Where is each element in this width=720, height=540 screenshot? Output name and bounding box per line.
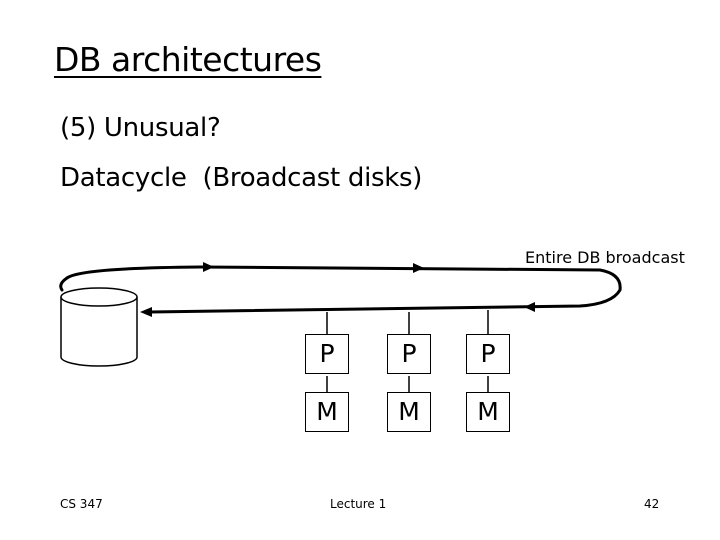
slide-title: DB architectures <box>54 40 322 79</box>
flow-arrow-4 <box>140 307 152 317</box>
broadcast-loop <box>65 265 622 314</box>
bullet-line-1: (5) Unusual? <box>60 113 221 143</box>
bullet-line-2: Datacycle (Broadcast disks) <box>60 163 423 193</box>
memory-node-3: M <box>466 392 510 432</box>
node-connectors <box>326 310 489 392</box>
database-disk-icon <box>60 287 138 367</box>
broadcast-annotation: Entire DB broadcast <box>525 248 685 267</box>
flow-arrow-3 <box>524 302 535 312</box>
flow-arrow-2 <box>413 263 424 273</box>
processor-node-2: P <box>387 334 431 374</box>
footer-lecture: Lecture 1 <box>330 497 387 511</box>
processor-node-3: P <box>466 334 510 374</box>
memory-node-1: M <box>305 392 349 432</box>
footer-page-number: 42 <box>644 497 660 511</box>
memory-node-2: M <box>387 392 431 432</box>
processor-node-1: P <box>305 334 349 374</box>
flow-arrow-1 <box>203 262 214 272</box>
footer-course: CS 347 <box>60 497 103 511</box>
